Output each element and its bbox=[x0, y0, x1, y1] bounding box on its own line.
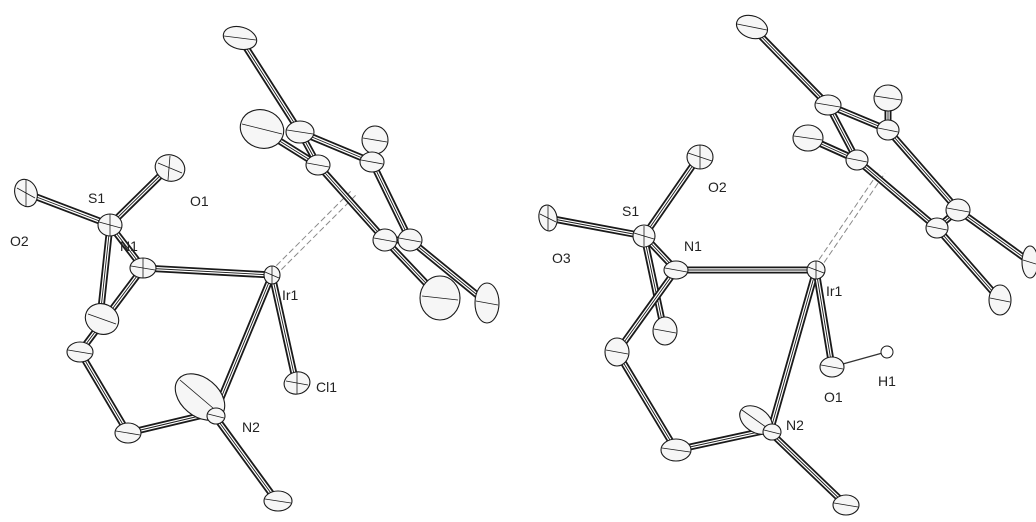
right-atom-cp-lower-me bbox=[988, 284, 1012, 316]
left-atom-c-me-n2 bbox=[263, 490, 293, 512]
right-atom-c-me-n2 bbox=[832, 494, 860, 516]
left-atom-c-a bbox=[66, 341, 94, 363]
right-bond-ir1-o1 bbox=[812, 266, 836, 371]
right-label-ir1: Ir1 bbox=[826, 283, 843, 299]
left-bond-ir1-cl1 bbox=[268, 271, 300, 387]
right-bond-s1-o2 bbox=[640, 154, 702, 240]
right-atom-cp-ur-me bbox=[873, 84, 903, 112]
right-bond-c-n2 bbox=[672, 426, 772, 454]
left-atom-cp-1 bbox=[285, 120, 315, 144]
right-bond-n2-me bbox=[766, 428, 850, 509]
left-atom-cp-ul-me bbox=[239, 109, 285, 149]
left-atom-cp-4 bbox=[372, 228, 398, 252]
right-ir-ring-dashed-bond bbox=[813, 169, 886, 271]
panel-right: S1 O2 O3 N1 Ir1 O1 H1 N2 bbox=[538, 14, 1036, 516]
right-atom-o2 bbox=[686, 144, 714, 170]
right-bond-me-right bbox=[954, 206, 1034, 266]
left-atom-cp-lr-me bbox=[474, 282, 500, 324]
right-atom-o1 bbox=[819, 356, 845, 378]
left-atom-cp-5 bbox=[397, 228, 423, 252]
left-bond-me-lower-right bbox=[406, 236, 491, 307]
right-bond-s1-o3 bbox=[544, 214, 648, 240]
left-atom-s1 bbox=[97, 213, 123, 237]
right-atom-c-b bbox=[660, 438, 692, 462]
right-atom-cp-1 bbox=[814, 94, 842, 116]
left-label-s1: S1 bbox=[88, 190, 105, 206]
right-atom-ir1 bbox=[806, 260, 826, 280]
right-atom-o3 bbox=[538, 204, 558, 232]
left-atom-cp-top-me bbox=[222, 25, 258, 51]
right-label-h1: H1 bbox=[878, 373, 896, 389]
right-atom-n1 bbox=[663, 260, 689, 280]
right-atom-c-s bbox=[652, 316, 678, 346]
right-atom-n2 bbox=[762, 423, 782, 441]
left-atom-n1 bbox=[129, 257, 157, 279]
left-atom-o1 bbox=[154, 154, 186, 182]
left-label-n2: N2 bbox=[242, 419, 260, 435]
right-atoms bbox=[538, 14, 1036, 516]
right-atom-cp-top-me bbox=[735, 14, 769, 40]
left-atom-cl1 bbox=[283, 371, 311, 395]
left-atom-o2 bbox=[14, 178, 38, 208]
right-label-s1: S1 bbox=[622, 203, 639, 219]
right-atom-cp-4 bbox=[945, 198, 971, 222]
right-atom-h1 bbox=[880, 345, 894, 359]
left-atom-cp-2 bbox=[305, 154, 331, 176]
right-atom-cp-3 bbox=[845, 149, 869, 171]
right-bond-n1-c bbox=[613, 266, 680, 356]
left-bond-s1-o1 bbox=[106, 164, 172, 229]
left-bond-ring-2 bbox=[368, 158, 414, 244]
right-label-o1: O1 bbox=[824, 389, 843, 405]
right-bond-c-c bbox=[613, 348, 680, 454]
right-bond-s1-c bbox=[640, 232, 668, 334]
right-label-n2: N2 bbox=[786, 417, 804, 433]
left-atom-ir1 bbox=[263, 265, 281, 285]
right-bond-ir1-n2 bbox=[766, 266, 820, 436]
right-bonds bbox=[544, 23, 1034, 509]
left-bond-ring-4 bbox=[314, 161, 389, 244]
left-bond-n1-ir1 bbox=[139, 264, 276, 279]
left-atom-cp-ur-me bbox=[361, 125, 389, 155]
right-atom-cp-5 bbox=[925, 217, 949, 239]
right-atom-c-a bbox=[604, 337, 630, 367]
left-bond-s1-o2 bbox=[22, 189, 114, 229]
right-labels: S1 O2 O3 N1 Ir1 O1 H1 N2 bbox=[552, 179, 896, 433]
right-atom-s1 bbox=[632, 224, 656, 248]
right-atom-cp-left-me bbox=[792, 124, 824, 152]
left-bond-n2-me bbox=[210, 411, 280, 504]
left-label-o2: O2 bbox=[10, 233, 29, 249]
panel-left: S1 O1 O2 N1 Ir1 Cl1 N2 bbox=[10, 25, 500, 512]
right-bond-ring-2 bbox=[884, 126, 962, 214]
left-ir-ring-dashed-bond bbox=[269, 189, 358, 277]
left-atom-n2 bbox=[206, 407, 226, 425]
left-atom-cp-lower-me bbox=[419, 275, 461, 321]
right-label-n1: N1 bbox=[684, 238, 702, 254]
left-label-cl1: Cl1 bbox=[316, 379, 337, 395]
right-bond-me-lower bbox=[933, 224, 1004, 304]
left-atom-c-s bbox=[84, 303, 120, 335]
right-atom-cp-2 bbox=[876, 119, 900, 141]
left-atom-cp-3 bbox=[359, 151, 385, 173]
left-bond-ir1-n2 bbox=[210, 271, 276, 419]
left-bond-me-top bbox=[236, 34, 304, 136]
left-label-ir1: Ir1 bbox=[282, 287, 299, 303]
left-atom-c-b bbox=[114, 422, 142, 444]
right-atom-cp-right-me bbox=[1021, 245, 1036, 279]
right-bond-ring-4 bbox=[853, 156, 941, 232]
left-bond-s1-c bbox=[96, 221, 114, 322]
right-label-o3: O3 bbox=[552, 250, 571, 266]
left-labels: S1 O1 O2 N1 Ir1 Cl1 N2 bbox=[10, 190, 337, 435]
left-label-o1: O1 bbox=[190, 193, 209, 209]
left-atoms bbox=[14, 25, 500, 512]
right-label-o2: O2 bbox=[708, 179, 727, 195]
right-bond-me-top bbox=[748, 23, 832, 109]
left-label-n1: N1 bbox=[120, 238, 138, 254]
left-bond-c-c bbox=[76, 348, 132, 437]
